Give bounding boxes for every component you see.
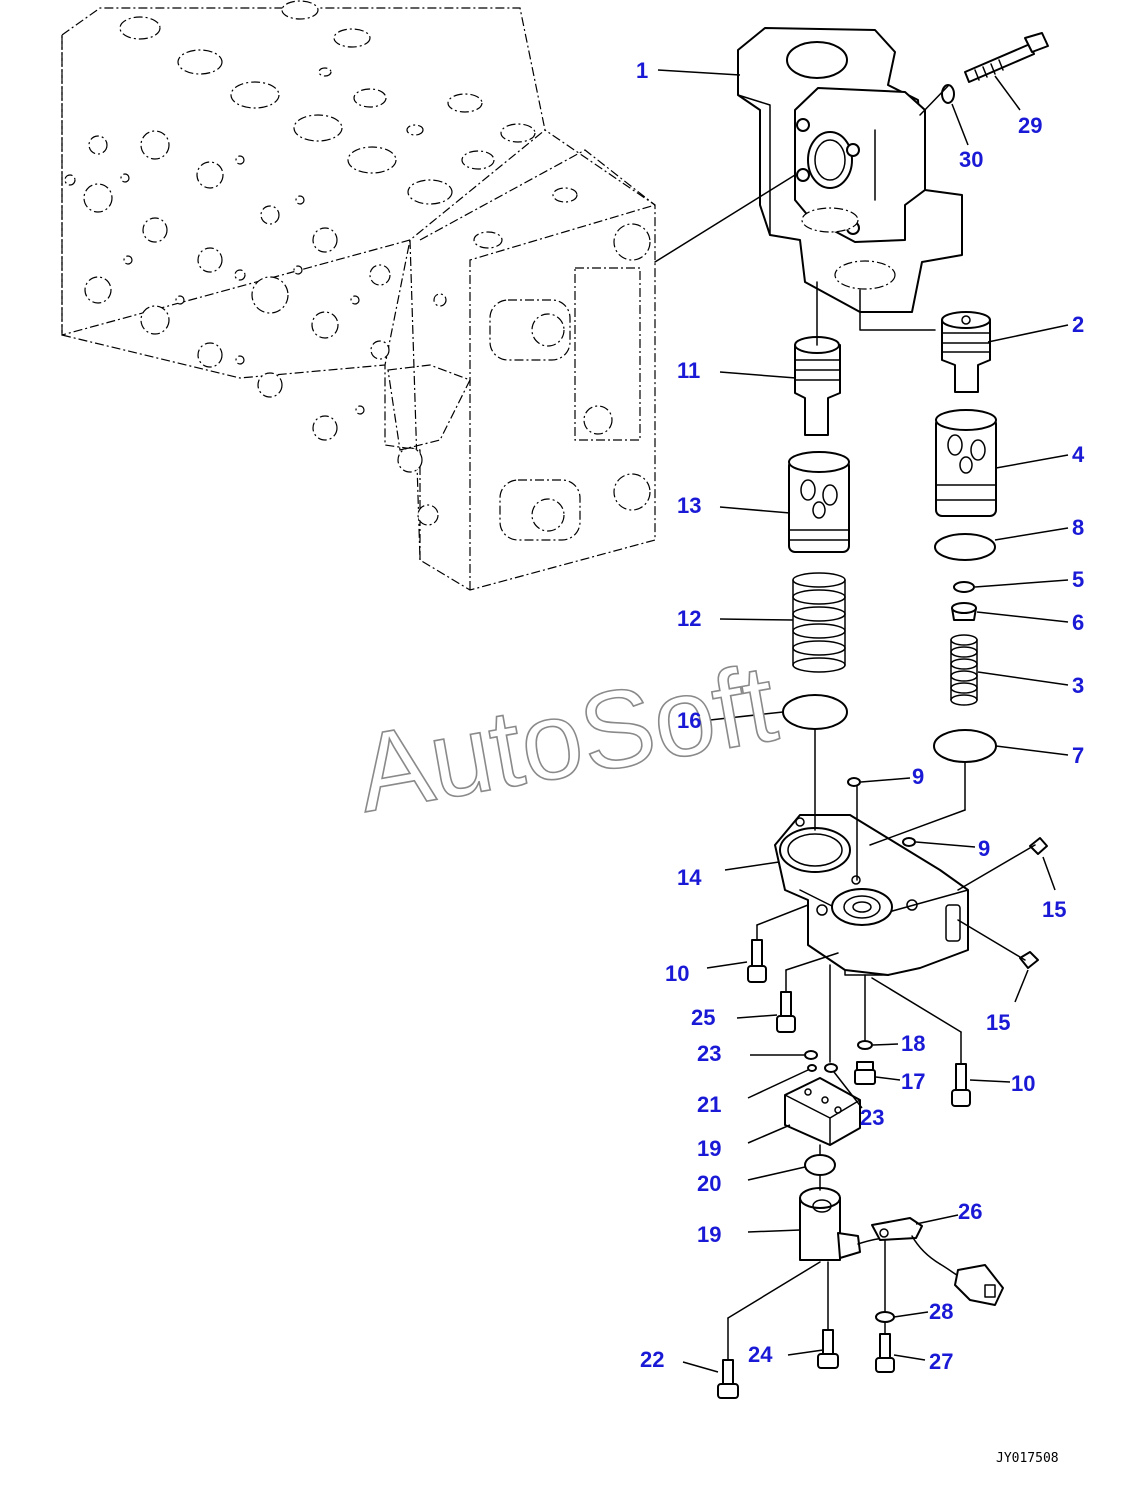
callout-16: 16 xyxy=(677,708,701,733)
callout-15-lower: 15 xyxy=(986,1010,1010,1035)
callout-28: 28 xyxy=(929,1299,953,1324)
callout-8: 8 xyxy=(1072,515,1084,540)
part-30-washer xyxy=(941,84,955,104)
part-4-sleeve xyxy=(935,409,997,517)
drawing-code: JY017508 xyxy=(996,1451,1059,1466)
callout-2: 2 xyxy=(1072,312,1084,337)
callout-13: 13 xyxy=(677,493,701,518)
callout-19-block: 19 xyxy=(697,1136,721,1161)
callout-21: 21 xyxy=(697,1092,721,1117)
callout-18: 18 xyxy=(901,1031,925,1056)
part-21-o-ring xyxy=(807,1064,817,1072)
part-28-washer xyxy=(875,1311,895,1323)
part-9-o-ring-a xyxy=(847,777,861,787)
part-24-bolt xyxy=(817,1329,839,1369)
callout-14: 14 xyxy=(677,865,702,890)
callout-4: 4 xyxy=(1072,442,1085,467)
part-25-bolt xyxy=(776,991,796,1033)
callout-26: 26 xyxy=(958,1199,982,1224)
callout-6: 6 xyxy=(1072,610,1084,635)
part-2-spool xyxy=(941,311,991,393)
watermark: AutoSoft xyxy=(348,641,785,835)
part-19-solenoid xyxy=(799,1187,889,1261)
callout-9-upper: 9 xyxy=(912,764,924,789)
part-10-bolt-right xyxy=(951,1063,971,1107)
callout-10-left: 10 xyxy=(665,961,689,986)
part-23-o-ring-b xyxy=(824,1063,838,1073)
leader-lines xyxy=(657,69,1069,1373)
part-20-o-ring xyxy=(804,1154,836,1176)
part-14-cover xyxy=(774,814,969,976)
part-11-spool xyxy=(794,336,841,436)
callout-1: 1 xyxy=(636,58,648,83)
callout-27: 27 xyxy=(929,1349,953,1374)
callout-30: 30 xyxy=(959,147,983,172)
part-18-o-ring xyxy=(857,1040,873,1050)
part-10-bolt-left xyxy=(747,939,767,983)
callout-29: 29 xyxy=(1018,113,1042,138)
callout-19-solenoid: 19 xyxy=(697,1222,721,1247)
assembly-lines xyxy=(654,85,1036,1361)
part-13-sleeve xyxy=(788,451,850,553)
callout-23-left: 23 xyxy=(697,1041,721,1066)
callout-9-lower: 9 xyxy=(978,836,990,861)
part-1-valve-housing xyxy=(737,27,963,313)
part-15-plug-lower xyxy=(1019,951,1039,969)
main-valve-body-phantom xyxy=(61,0,656,591)
part-9-o-ring-b xyxy=(902,837,916,847)
part-15-plug-upper xyxy=(1029,837,1048,855)
callout-20: 20 xyxy=(697,1171,721,1196)
part-27-bolt xyxy=(875,1333,895,1373)
callout-12: 12 xyxy=(677,606,701,631)
part-5-ring xyxy=(953,581,975,593)
callout-10-right: 10 xyxy=(1011,1071,1035,1096)
callout-15-upper: 15 xyxy=(1042,897,1066,922)
callout-5: 5 xyxy=(1072,567,1084,592)
part-7-o-ring xyxy=(933,729,997,763)
part-3-spring xyxy=(950,634,978,706)
callout-labels: 1 29 30 2 11 4 13 8 5 6 12 3 16 7 9 9 14… xyxy=(636,58,1085,1374)
callout-7: 7 xyxy=(1072,743,1084,768)
callout-3: 3 xyxy=(1072,673,1084,698)
callout-22: 22 xyxy=(640,1347,664,1372)
part-6-spring-seat xyxy=(951,602,977,621)
part-26-bracket-connector xyxy=(871,1217,1004,1306)
part-16-o-ring xyxy=(782,694,848,730)
part-19-block xyxy=(784,1077,861,1146)
part-29-bolt xyxy=(964,32,1049,83)
part-22-bolt xyxy=(717,1359,739,1399)
callout-17: 17 xyxy=(901,1069,925,1094)
part-8-o-ring xyxy=(934,533,996,561)
part-23-o-ring-a xyxy=(804,1050,818,1060)
part-12-spring xyxy=(792,572,846,673)
part-17-plug xyxy=(854,1061,876,1085)
callout-23-right: 23 xyxy=(860,1105,884,1130)
callout-11: 11 xyxy=(677,358,700,383)
callout-24: 24 xyxy=(748,1342,773,1367)
callout-25: 25 xyxy=(691,1005,715,1030)
